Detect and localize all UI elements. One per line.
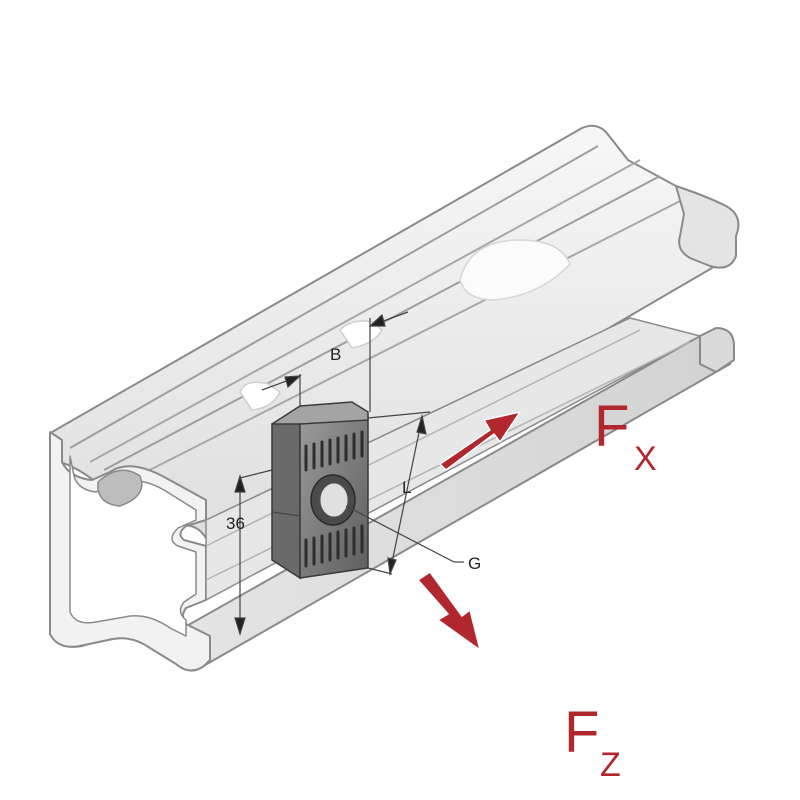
force-x-label-main: F bbox=[594, 394, 629, 459]
dim-height-label: 36 bbox=[226, 514, 245, 533]
dim-length-ext-top bbox=[367, 411, 431, 419]
force-x-label-sub: X bbox=[634, 440, 657, 478]
dim-height-arrow-top bbox=[234, 473, 246, 493]
nut-lower-serrations bbox=[304, 524, 364, 568]
dim-width-arrow-right bbox=[368, 313, 386, 327]
channel-nut bbox=[270, 401, 369, 580]
rail-end-hole bbox=[97, 469, 143, 507]
rail-groove-1 bbox=[69, 145, 599, 449]
nut-front-face bbox=[271, 423, 301, 580]
rail-upper-lip-end bbox=[675, 185, 740, 269]
dim-height-arrow-bottom bbox=[234, 617, 246, 637]
force-z-label-sub: Z bbox=[600, 746, 621, 784]
force-z-label-main: F bbox=[564, 700, 599, 765]
force-z-arrow bbox=[417, 571, 481, 651]
rail-top-slot-3 bbox=[459, 239, 571, 301]
nut-hole-inner bbox=[319, 482, 349, 518]
dim-length-line bbox=[389, 417, 423, 573]
dim-width-arrow-left bbox=[284, 375, 302, 389]
dim-thread-leader bbox=[345, 505, 455, 563]
dim-width-label: B bbox=[330, 345, 341, 364]
dim-height-ext-top bbox=[239, 469, 273, 479]
dim-length-label: L bbox=[402, 478, 411, 497]
dim-length-arrow-bottom bbox=[387, 557, 397, 577]
rail-top-slot-1 bbox=[239, 381, 281, 411]
dim-length-arrow-top bbox=[416, 413, 427, 435]
rail-groove-2 bbox=[89, 159, 641, 463]
rail-groove-4 bbox=[129, 195, 691, 481]
dim-length-ext-bottom bbox=[367, 567, 393, 575]
dim-thread-label: G bbox=[468, 554, 481, 573]
force-x-arrow bbox=[439, 411, 521, 471]
dim-center-line bbox=[271, 511, 301, 517]
dimension-lines bbox=[234, 311, 464, 637]
nut-upper-serrations bbox=[304, 430, 364, 472]
rail-lower-lip-end bbox=[699, 327, 735, 373]
rail-top-slot-2 bbox=[339, 320, 383, 349]
strut-channel-rail bbox=[49, 124, 740, 672]
